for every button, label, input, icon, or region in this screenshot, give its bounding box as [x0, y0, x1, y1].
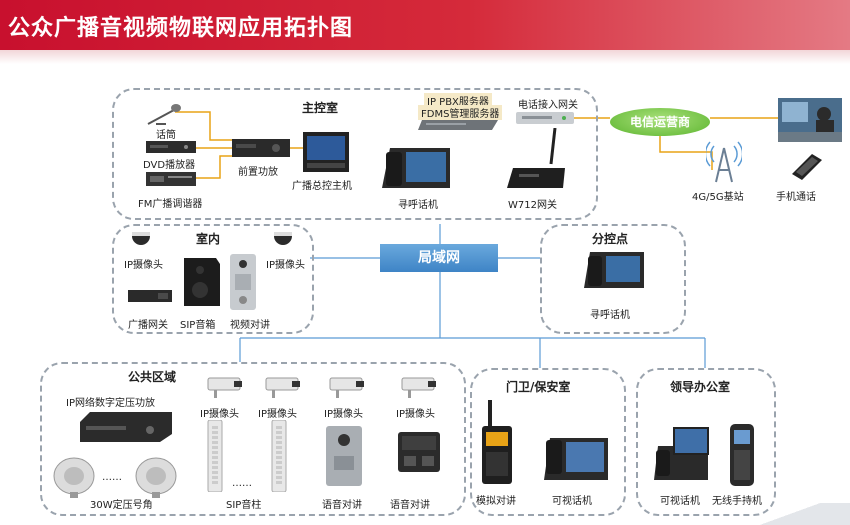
zone-label-guard: 门卫/保安室	[506, 380, 571, 394]
operator-desk-icon	[778, 98, 842, 142]
label-public-cam-1: IP摄像头	[200, 409, 239, 420]
sip-column-speaker-icon	[271, 420, 287, 492]
sip-column-speaker-icon	[207, 420, 223, 492]
voice-intercom-icon	[398, 432, 440, 472]
label-branch-paging: 寻呼话机	[590, 310, 630, 321]
horn-speaker-icon	[53, 457, 95, 498]
walkie-talkie-icon	[482, 400, 512, 484]
bullet-camera-icon	[207, 377, 242, 398]
zone-label-branch: 分控点	[592, 232, 629, 246]
corner-decoration	[730, 503, 850, 525]
paging-phone-icon	[382, 148, 450, 188]
zone-guard	[470, 368, 626, 516]
fm-tuner-icon	[146, 172, 196, 186]
label-dots-horn: ……	[102, 472, 122, 483]
label-preamp: 前置功放	[238, 167, 278, 178]
label-public-cam-4: IP摄像头	[396, 409, 435, 420]
label-base-station: 4G/5G基站	[692, 192, 744, 203]
carrier-cloud: 电信运营商	[610, 108, 710, 136]
zone-label-main: 主控室	[302, 101, 339, 115]
label-host: 广播总控主机	[292, 181, 352, 192]
header-banner: 公众广播音视频物联网应用拓扑图	[0, 0, 850, 64]
phone-gateway-icon	[516, 112, 574, 124]
label-horn: 30W定压号角	[90, 500, 153, 511]
label-voice-intercom-1: 语音对讲	[322, 500, 362, 511]
label-wireless: 无线手持机	[712, 496, 762, 507]
label-dots-column: ……	[232, 478, 252, 489]
label-broadcast-gateway: 广播网关	[128, 320, 168, 331]
paging-phone-icon	[584, 252, 644, 288]
label-voice-intercom-2: 语音对讲	[390, 500, 430, 511]
label-public-cam-3: IP摄像头	[324, 409, 363, 420]
label-mobile: 手机通话	[776, 192, 816, 203]
bullet-camera-icon	[401, 377, 436, 398]
broadcast-host-icon	[303, 132, 349, 172]
label-public-cam-2: IP摄像头	[258, 409, 297, 420]
wireless-handset-icon	[730, 424, 754, 486]
label-fm: FM广播调谐器	[138, 199, 203, 210]
dome-camera-icon	[132, 232, 150, 245]
bullet-camera-icon	[265, 377, 300, 398]
microphone-icon	[147, 104, 181, 125]
zone-main-control	[112, 88, 598, 220]
label-sip-column: SIP音柱	[226, 500, 262, 511]
zone-branch	[540, 224, 686, 334]
label-video-intercom: 视频对讲	[230, 320, 270, 331]
zone-public	[40, 362, 466, 516]
dvd-player-icon	[146, 141, 196, 153]
label-amplifier: IP网络数字定压功放	[66, 398, 155, 409]
label-indoor-cam-2: IP摄像头	[266, 260, 305, 271]
server-icon	[418, 120, 498, 130]
line-carrier-base	[659, 136, 713, 170]
zone-label-public: 公共区域	[128, 370, 177, 384]
lan-box: 局域网	[380, 244, 498, 272]
preamp-icon	[232, 139, 290, 157]
line-mic	[175, 111, 233, 141]
label-w712: W712网关	[508, 200, 557, 211]
mobile-phone-icon	[792, 154, 822, 180]
dome-camera-icon	[274, 232, 292, 245]
horn-speaker-icon	[135, 457, 177, 498]
label-walkie: 模拟对讲	[476, 496, 516, 507]
label-guard-video-phone: 可视话机	[552, 496, 592, 507]
video-phone-icon	[544, 438, 608, 480]
voice-intercom-icon	[326, 426, 362, 486]
header-band	[0, 50, 850, 64]
label-gateway: 电话接入网关	[518, 100, 578, 111]
line-fm	[195, 155, 233, 179]
zone-indoor	[112, 224, 314, 334]
amplifier-icon	[80, 412, 172, 442]
label-office-video-phone: 可视话机	[660, 496, 700, 507]
video-intercom-icon	[230, 254, 256, 310]
label-mic: 话筒	[156, 130, 176, 141]
w712-gateway-icon	[507, 128, 565, 188]
bullet-camera-icon	[329, 377, 364, 398]
label-pbx-server: IP PBX服务器	[424, 93, 492, 108]
label-paging-phone: 寻呼话机	[398, 200, 438, 211]
page-title: 公众广播音视频物联网应用拓扑图	[8, 16, 354, 41]
zone-office	[636, 368, 776, 516]
zone-label-office: 领导办公室	[670, 380, 731, 394]
base-station-icon	[706, 141, 742, 183]
sip-speaker-icon	[184, 258, 220, 306]
broadcast-gateway-icon	[128, 290, 172, 302]
label-sip-speaker: SIP音箱	[180, 320, 216, 331]
label-fdms-server: FDMS管理服务器	[418, 105, 503, 120]
label-dvd: DVD播放器	[143, 160, 196, 171]
label-indoor-cam-1: IP摄像头	[124, 260, 163, 271]
zone-label-indoor: 室内	[196, 232, 221, 246]
video-phone-icon	[654, 427, 709, 480]
